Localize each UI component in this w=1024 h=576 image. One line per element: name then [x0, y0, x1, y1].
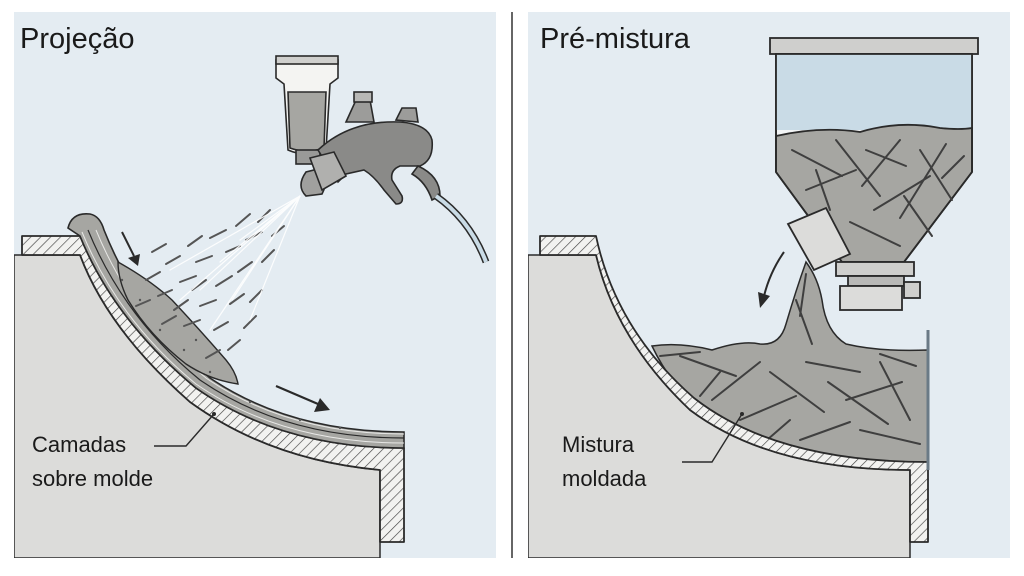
callout-leader-right [682, 413, 743, 463]
sprayed-mound [117, 260, 239, 385]
panel-title-left: Projeção [20, 23, 134, 55]
hopper-gate [786, 206, 852, 272]
callout-left-line2: sobre molde [32, 466, 153, 491]
pour-arrow [758, 251, 785, 308]
callout-left-line1: Camadas [32, 432, 126, 457]
spray-fibers [135, 209, 285, 359]
mold-fibers [659, 273, 921, 447]
spray-gun [275, 55, 441, 205]
spray-mist [169, 195, 301, 331]
mold-shell [539, 235, 929, 543]
callout-leader-left [154, 413, 215, 447]
laminate-speckle [120, 278, 342, 430]
panel-title-right: Pré-mistura [540, 23, 691, 55]
panel-premix: Pré-mistura Mistura moldada [528, 12, 1010, 558]
callout-right-line1: Mistura [562, 432, 635, 457]
panel-spray-up: Projeção Camadas sobre molde [14, 12, 496, 558]
spray-gun-body [316, 121, 434, 205]
callout-right-line2: moldada [562, 466, 647, 491]
flow-arrow-down [121, 231, 140, 266]
flow-arrow-right [275, 384, 330, 412]
hopper-fibers [791, 139, 965, 247]
hopper [769, 37, 979, 311]
